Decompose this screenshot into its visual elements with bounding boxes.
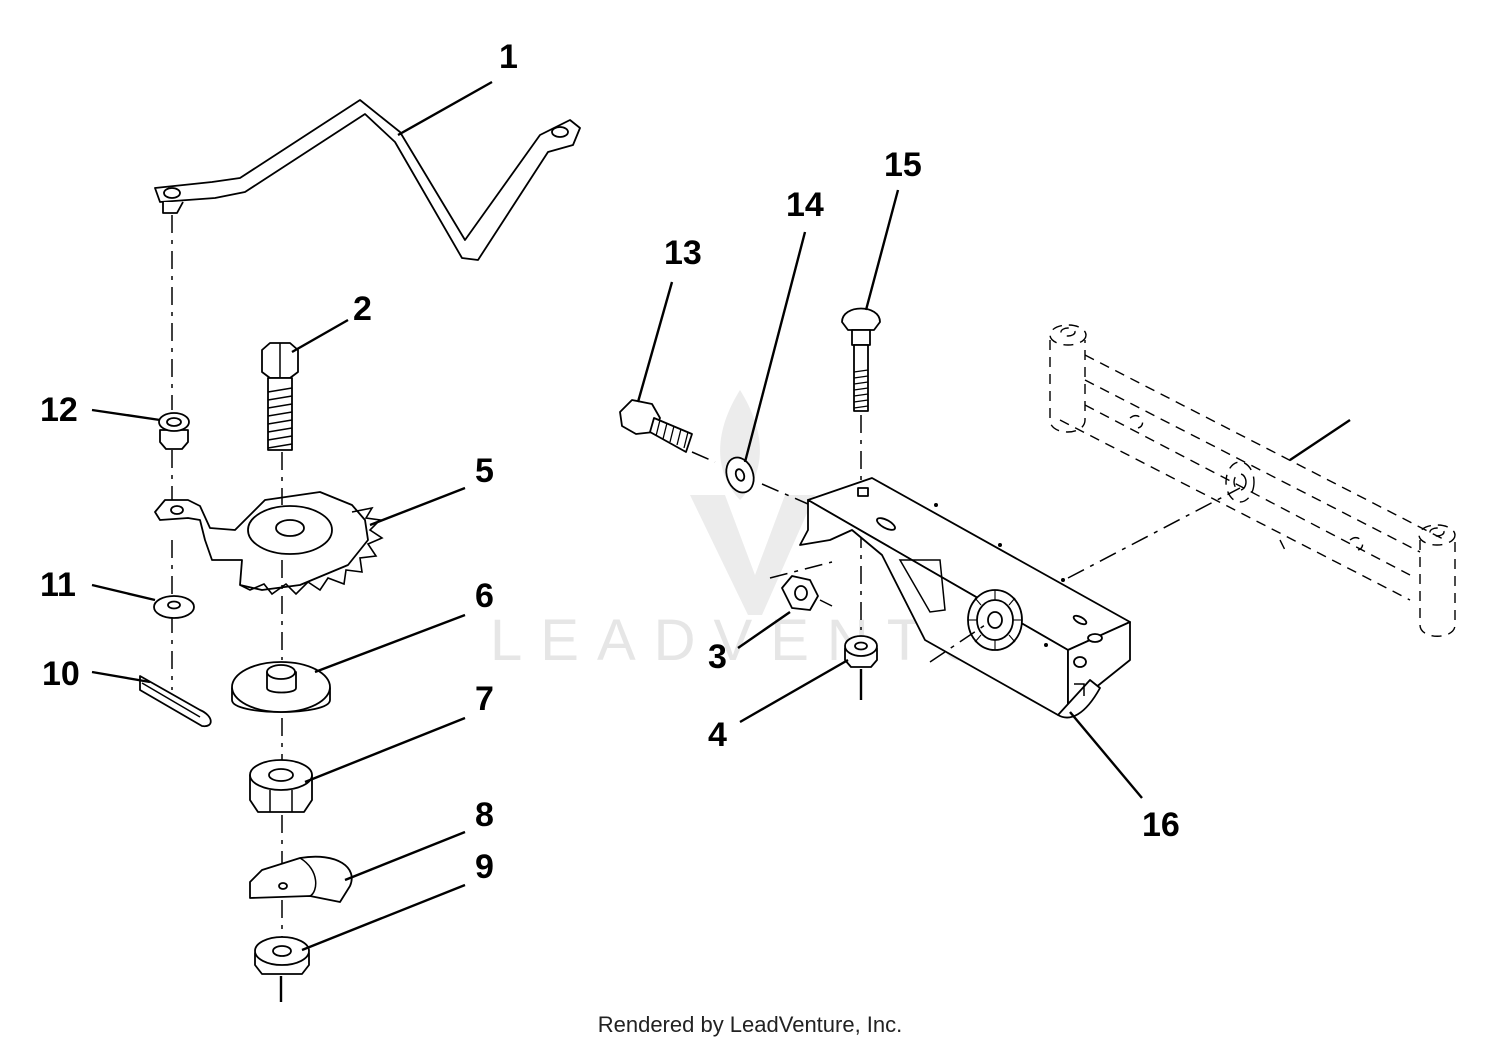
leader-line-9 bbox=[301, 883, 466, 952]
axis-line-pivot bbox=[1289, 419, 1351, 461]
callout-6: 6 bbox=[475, 577, 494, 615]
leader-line-3 bbox=[737, 611, 791, 649]
part-5-gear-sector bbox=[154, 491, 384, 596]
axis-line-pivot bbox=[1067, 487, 1241, 579]
part-12-flange-nut bbox=[158, 412, 190, 450]
leader-line-7 bbox=[304, 716, 466, 784]
callout-8: 8 bbox=[475, 796, 494, 834]
callout-11: 11 bbox=[40, 566, 76, 604]
leader-line-8 bbox=[344, 830, 466, 882]
callout-13: 13 bbox=[664, 234, 702, 272]
leader-line-5 bbox=[369, 486, 466, 527]
callout-2: 2 bbox=[353, 290, 372, 328]
leader-line-16 bbox=[1069, 711, 1143, 799]
part-10-cotter-pin bbox=[139, 675, 212, 728]
leader-line-6 bbox=[314, 613, 466, 674]
callout-14: 14 bbox=[786, 186, 824, 224]
axis-line-nut3 bbox=[769, 561, 833, 579]
callout-9: 9 bbox=[475, 848, 494, 886]
axis-line-bolt13 bbox=[691, 451, 716, 463]
leader-line-4 bbox=[739, 658, 849, 724]
part-13-hex-bolt bbox=[619, 399, 693, 453]
callout-16: 16 bbox=[1142, 806, 1180, 844]
callout-10: 10 bbox=[42, 655, 80, 693]
part-4-hex-nut bbox=[844, 635, 878, 668]
leader-line-12 bbox=[91, 408, 161, 422]
footer-credit: Rendered by LeadVenture, Inc. bbox=[598, 1012, 903, 1037]
callout-12: 12 bbox=[40, 391, 78, 429]
part-1-shift-rod bbox=[154, 99, 581, 261]
callouts: 1 2 3 4 5 6 7 8 9 10 11 12 13 14 15 16 bbox=[40, 38, 1180, 886]
axis-line-nut3 bbox=[819, 599, 833, 607]
leader-line-14 bbox=[743, 231, 807, 463]
leader-line-2 bbox=[291, 318, 349, 354]
part-7-hex-nut bbox=[249, 759, 313, 813]
callout-3: 3 bbox=[708, 638, 727, 676]
part-11-washer bbox=[153, 595, 195, 619]
callout-4: 4 bbox=[708, 716, 727, 754]
axis-line-bolt13 bbox=[761, 483, 809, 505]
part-6-spacer-disc bbox=[231, 661, 331, 713]
leader-line-15 bbox=[864, 189, 900, 311]
callout-15: 15 bbox=[884, 146, 922, 184]
callout-1: 1 bbox=[499, 38, 518, 76]
leader-line-13 bbox=[636, 281, 674, 403]
callout-7: 7 bbox=[475, 680, 494, 718]
part-3-hex-nut bbox=[781, 575, 819, 611]
part-15-carriage-bolt bbox=[841, 307, 881, 412]
leader-line-11 bbox=[91, 583, 156, 602]
reference-axle-ghost bbox=[1049, 324, 1456, 637]
part-16-pivot-bracket bbox=[799, 477, 1131, 719]
leader-lines bbox=[91, 80, 1143, 952]
part-8-clip bbox=[249, 855, 353, 903]
axis-line-pivot bbox=[929, 624, 986, 663]
callout-5: 5 bbox=[475, 452, 494, 490]
leader-line-1 bbox=[397, 80, 493, 137]
part-9-hex-nut bbox=[254, 936, 310, 975]
leader-line-10 bbox=[91, 670, 151, 684]
part-2-hex-bolt bbox=[261, 342, 299, 451]
part-14-washer bbox=[725, 456, 755, 494]
